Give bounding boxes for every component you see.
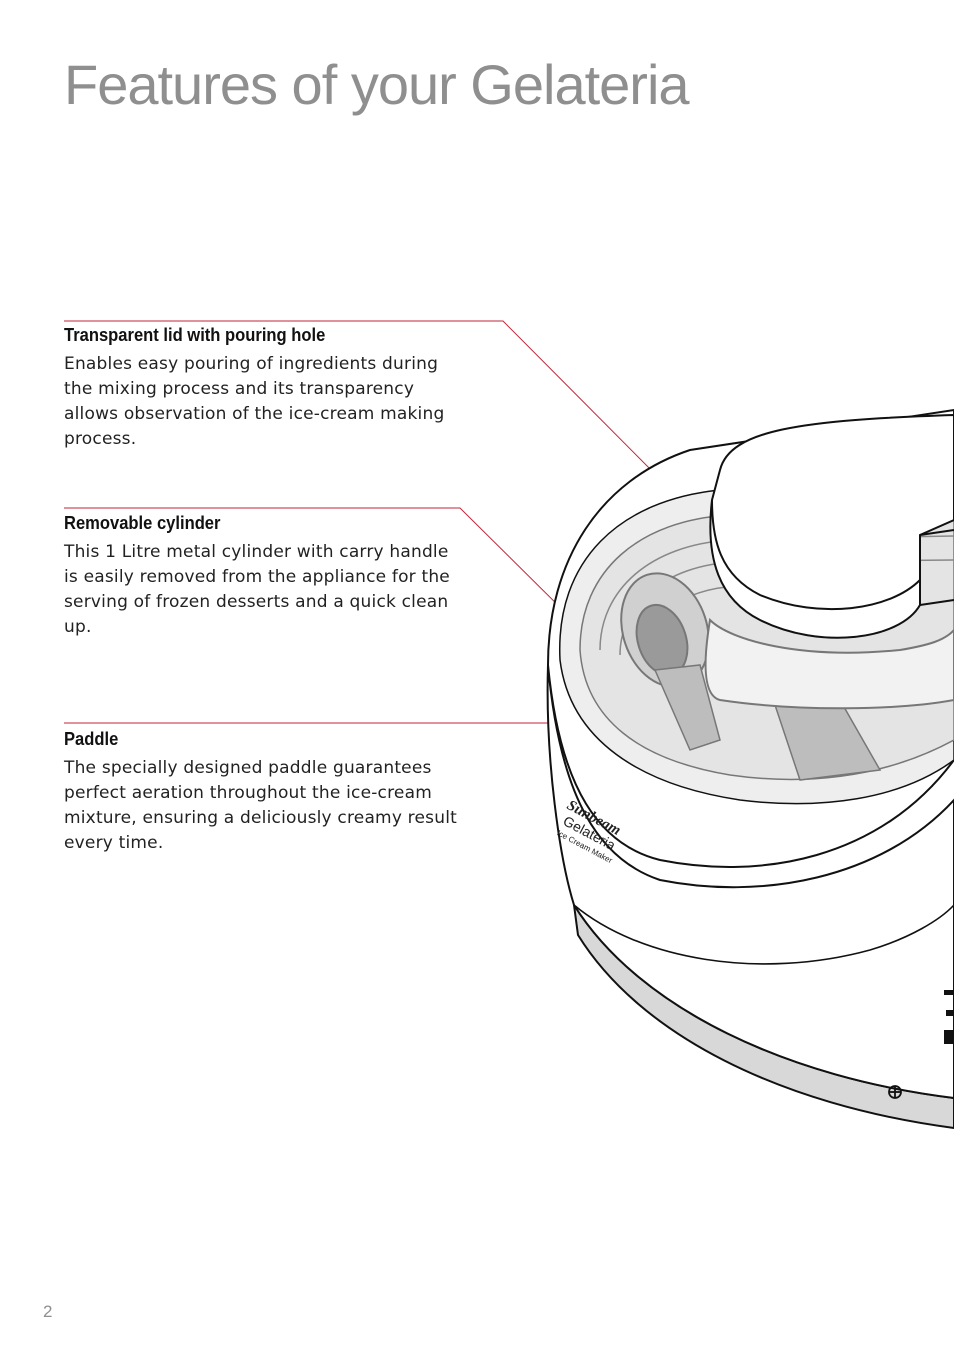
- display-digits-icon: [944, 990, 954, 1044]
- feature-lid: Transparent lid with pouring hole Enable…: [64, 325, 464, 452]
- feature-lid-heading: Transparent lid with pouring hole: [64, 325, 326, 345]
- feature-lid-body: Enables easy pouring of ingredients duri…: [64, 354, 445, 449]
- callout-line-cylinder: [64, 507, 583, 630]
- page-title: Features of your Gelateria: [64, 53, 690, 116]
- page-number: 2: [43, 1302, 53, 1321]
- feature-cylinder: Removable cylinder This 1 Litre metal cy…: [64, 513, 464, 640]
- callout-line-lid: [64, 320, 673, 492]
- motor-head: [704, 413, 954, 710]
- feature-paddle-body: The specially designed paddle guarantees…: [64, 758, 457, 853]
- feature-cylinder-body: This 1 Litre metal cylinder with carry h…: [64, 542, 450, 637]
- feature-paddle-heading: Paddle: [64, 729, 119, 749]
- feature-cylinder-heading: Removable cylinder: [64, 513, 221, 533]
- pouring-hole: [620, 572, 710, 688]
- feature-paddle: Paddle The specially designed paddle gua…: [64, 729, 464, 856]
- body-seam: [573, 904, 954, 965]
- power-button-icon: [888, 1085, 902, 1099]
